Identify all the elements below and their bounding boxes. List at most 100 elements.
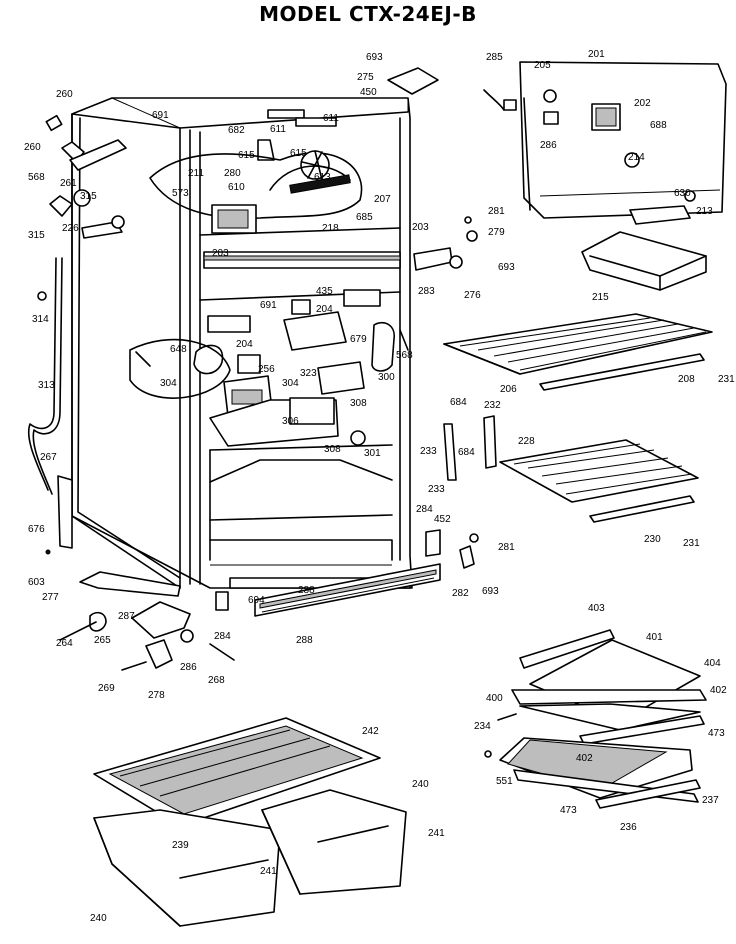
part-label-234: 234 — [474, 721, 491, 732]
diagram-title: MODEL CTX-24EJ-B — [259, 2, 477, 26]
control-components — [129, 289, 409, 447]
part-label-404: 404 — [704, 658, 721, 669]
part-label-204: 204 — [316, 304, 333, 315]
part-label-204: 204 — [236, 339, 253, 350]
part-label-279: 279 — [488, 227, 505, 238]
part-label-284: 284 — [416, 504, 433, 515]
part-label-211: 211 — [188, 168, 204, 179]
part-label-306: 306 — [282, 416, 299, 427]
part-label-691: 691 — [260, 300, 277, 311]
part-label-450: 450 — [360, 87, 377, 98]
freezer-shelf-bin — [581, 231, 707, 291]
part-label-568: 568 — [28, 172, 45, 183]
part-label-208: 208 — [678, 374, 695, 385]
part-label-236: 236 — [620, 822, 637, 833]
part-label-267: 267 — [40, 452, 57, 463]
part-label-233: 233 — [428, 484, 445, 495]
part-label-280: 280 — [224, 168, 241, 179]
part-label-268: 268 — [208, 675, 225, 686]
part-label-688: 688 — [650, 120, 667, 131]
part-label-610: 610 — [228, 182, 245, 193]
part-label-239: 239 — [172, 840, 189, 851]
part-label-203: 203 — [412, 222, 429, 233]
part-label-232: 232 — [484, 400, 501, 411]
part-label-315: 315 — [80, 191, 97, 202]
part-label-400: 400 — [486, 693, 503, 704]
part-label-402: 402 — [576, 753, 593, 764]
crisper-cover-and-drawers — [93, 717, 407, 927]
part-label-281: 281 — [488, 206, 505, 217]
part-label-684: 684 — [458, 447, 475, 458]
part-label-282: 282 — [452, 588, 469, 599]
wire-shelf-upper — [443, 313, 713, 391]
freezer-fan-assembly — [149, 109, 363, 234]
part-label-611: 611 — [323, 113, 339, 124]
part-label-241: 241 — [428, 828, 445, 839]
part-label-402: 402 — [710, 685, 727, 696]
part-label-315: 315 — [28, 230, 45, 241]
part-label-452: 452 — [434, 514, 451, 525]
part-label-240: 240 — [90, 913, 107, 924]
part-label-691: 691 — [152, 110, 169, 121]
left-side-parts — [27, 114, 127, 555]
part-label-256: 256 — [258, 364, 275, 375]
part-label-281: 281 — [498, 542, 515, 553]
part-label-283: 283 — [418, 286, 435, 297]
part-label-277: 277 — [42, 592, 59, 603]
part-label-278: 278 — [148, 690, 165, 701]
part-label-693: 693 — [498, 262, 515, 273]
part-number-labels: 6932754502852052012026882862146302132606… — [24, 49, 735, 924]
part-label-231: 231 — [718, 374, 735, 385]
part-label-287: 287 — [118, 611, 135, 622]
part-label-265: 265 — [94, 635, 111, 646]
part-label-241: 241 — [260, 866, 277, 877]
part-label-304: 304 — [160, 378, 177, 389]
part-label-551: 551 — [496, 776, 513, 787]
part-label-603: 603 — [28, 577, 45, 588]
part-label-286: 286 — [180, 662, 197, 673]
part-label-260: 260 — [56, 89, 73, 100]
part-label-203: 203 — [212, 248, 229, 259]
part-label-573: 573 — [172, 188, 189, 199]
part-label-202: 202 — [634, 98, 651, 109]
part-label-682: 682 — [228, 125, 245, 136]
part-label-304: 304 — [282, 378, 299, 389]
part-label-314: 314 — [32, 314, 49, 325]
part-label-611: 611 — [270, 124, 286, 135]
part-label-308: 308 — [350, 398, 367, 409]
part-label-205: 205 — [534, 60, 551, 71]
bottom-mechanical — [59, 415, 497, 671]
part-label-261: 261 — [60, 178, 77, 189]
part-label-615: 615 — [290, 148, 307, 159]
part-label-684: 684 — [450, 397, 467, 408]
part-label-226: 226 — [62, 223, 79, 234]
part-label-676: 676 — [28, 524, 45, 535]
part-label-693: 693 — [482, 586, 499, 597]
part-label-231: 231 — [683, 538, 700, 549]
part-label-694: 694 — [248, 595, 265, 606]
part-label-264: 264 — [56, 638, 73, 649]
part-label-301: 301 — [364, 448, 381, 459]
temperature-control-panel — [387, 61, 727, 225]
part-label-693: 693 — [366, 52, 383, 63]
part-label-201: 201 — [588, 49, 605, 60]
part-label-648: 648 — [170, 344, 187, 355]
part-label-215: 215 — [592, 292, 609, 303]
part-label-233: 233 — [420, 446, 437, 457]
part-label-213: 213 — [696, 206, 713, 217]
part-label-230: 230 — [644, 534, 661, 545]
part-label-308: 308 — [324, 444, 341, 455]
wire-shelf-lower — [499, 439, 699, 523]
part-label-568: 568 — [396, 350, 413, 361]
hinge-bracket — [413, 216, 478, 271]
part-label-288: 288 — [296, 635, 313, 646]
part-label-401: 401 — [646, 632, 663, 643]
part-label-260: 260 — [24, 142, 41, 153]
part-label-276: 276 — [464, 290, 481, 301]
glass-shelf-assembly — [484, 629, 707, 809]
part-label-218: 218 — [322, 223, 339, 234]
part-label-679: 679 — [350, 334, 367, 345]
part-label-300: 300 — [378, 372, 395, 383]
part-label-313: 313 — [38, 380, 55, 391]
